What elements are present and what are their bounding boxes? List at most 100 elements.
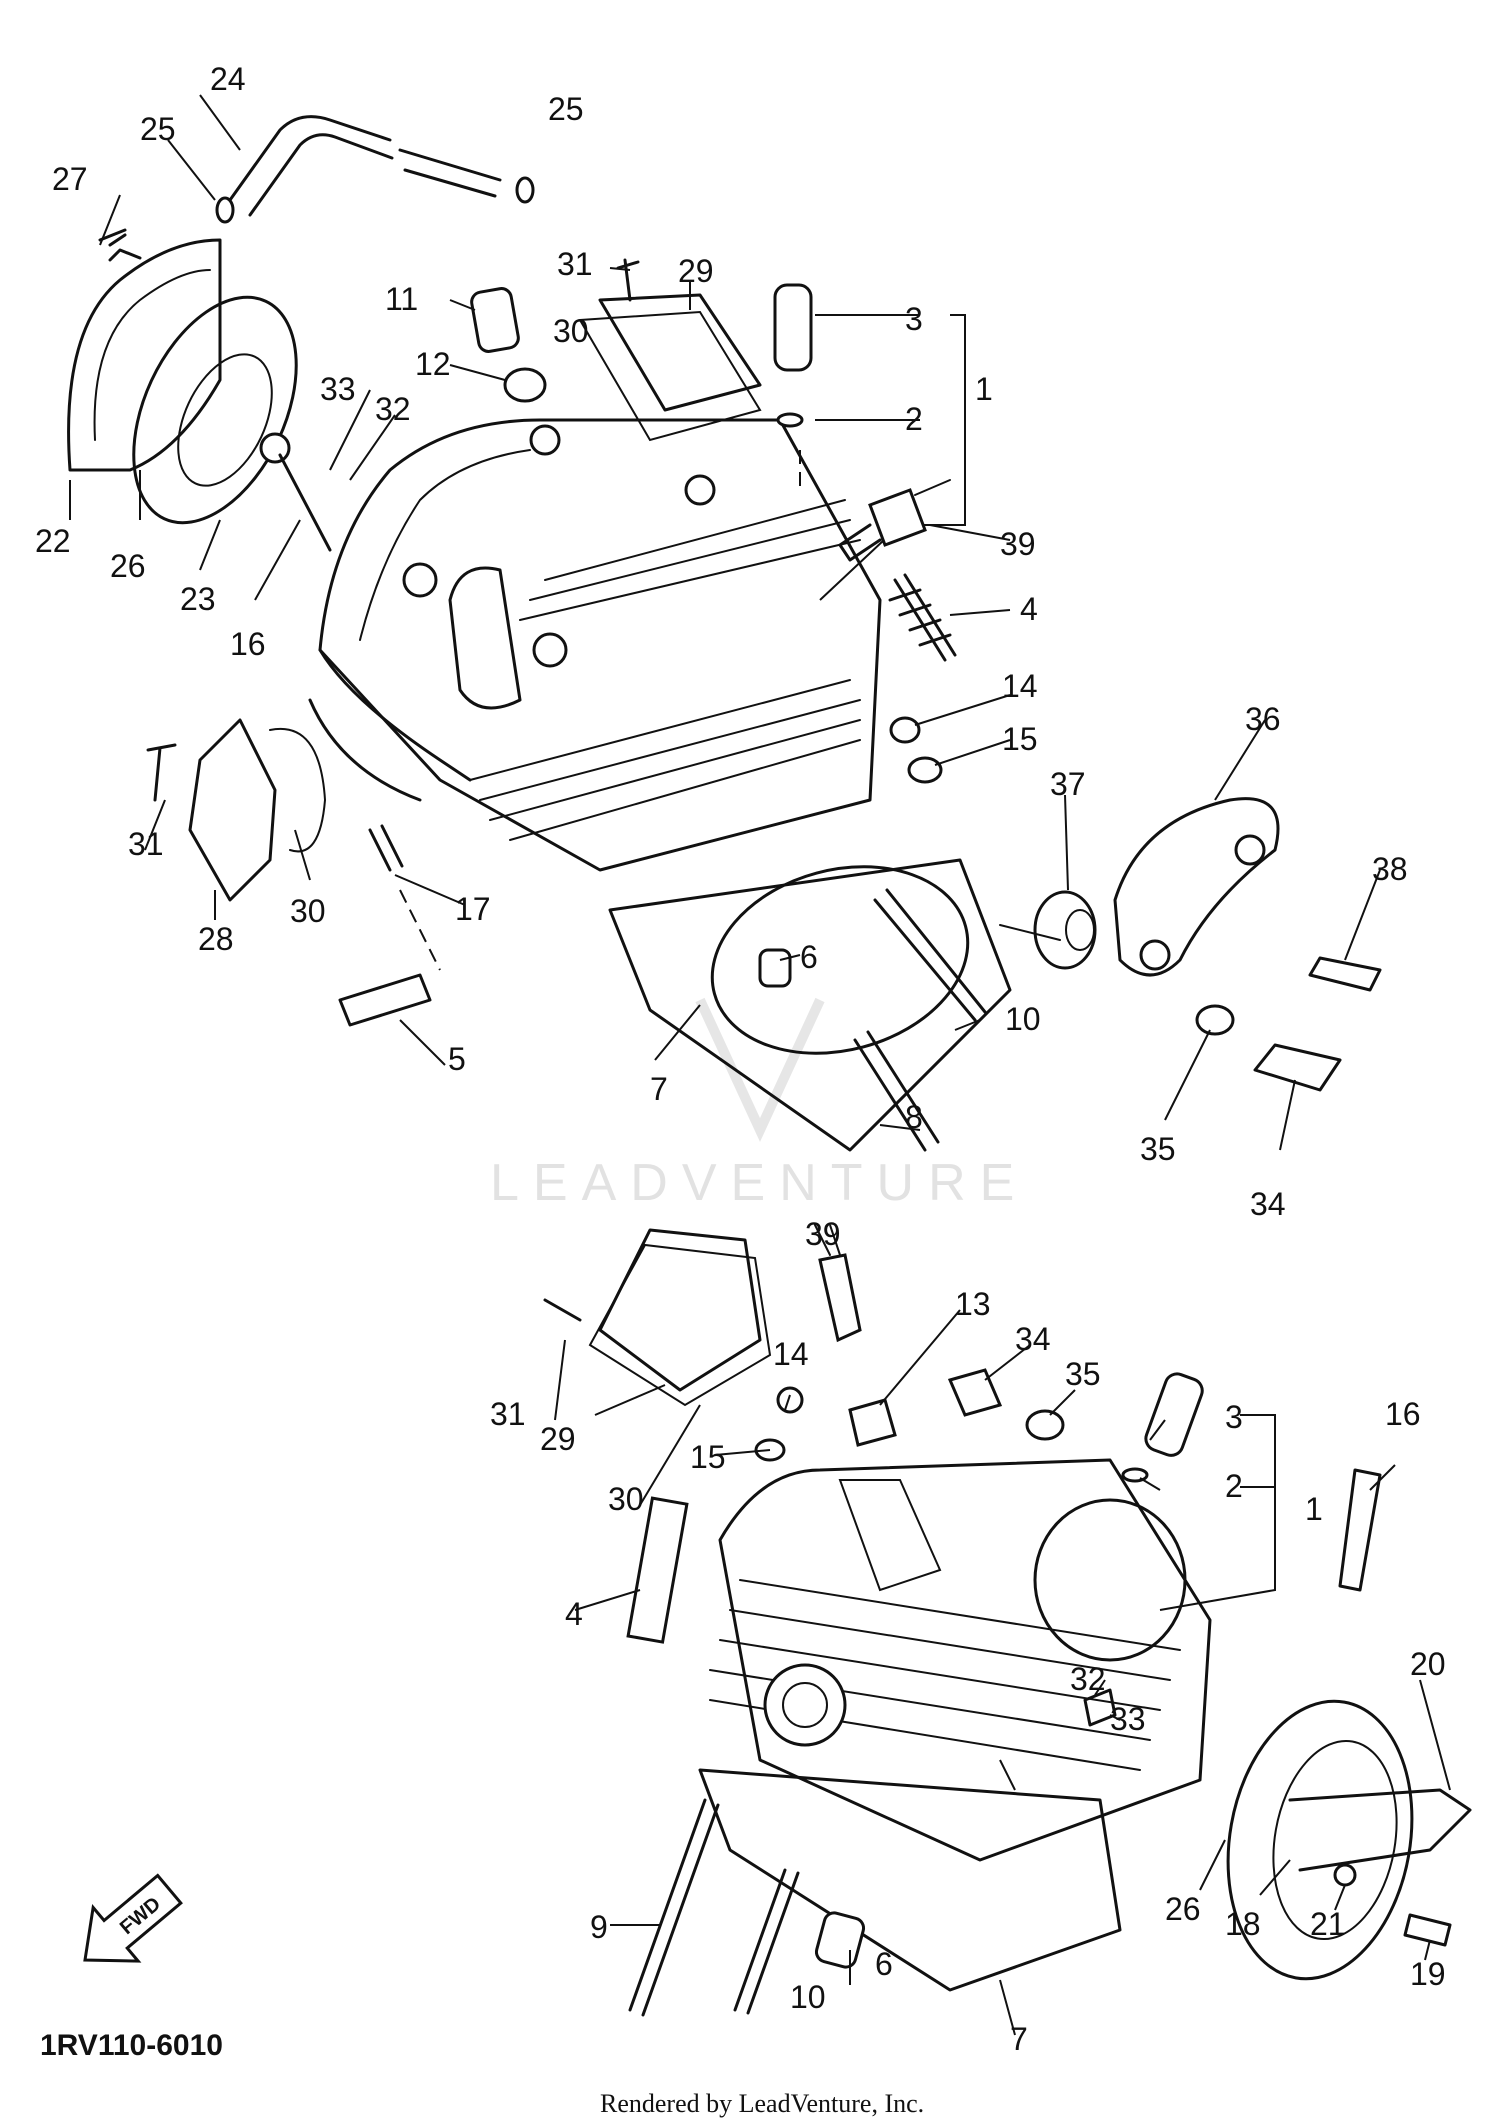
cover-bolt-31 [616,258,640,302]
callout: 14 [773,1336,809,1372]
callout: 37 [1050,766,1086,802]
valve-guide [773,283,813,372]
callout: 2 [1225,1468,1243,1504]
cover-bolt-head [259,432,291,464]
callout: 31 [557,246,593,282]
side-gasket-30 [269,727,327,853]
callout: 14 [1002,668,1038,704]
valve-spring [888,573,957,662]
callout: 34 [1250,1186,1286,1222]
cover-screw [98,228,127,247]
plug-14 [889,716,921,744]
callout: 28 [198,921,234,957]
leader-lines [69,94,1451,2036]
head-gasket [608,858,1012,1152]
bracket-20 [1288,1788,1472,1872]
cooling-fins [469,679,861,841]
rear-intake [1033,1498,1187,1662]
callout: 7 [650,1071,668,1107]
bolt-34 [1253,1043,1342,1092]
callout: 19 [1410,1956,1446,1992]
callout: 18 [1225,1906,1261,1942]
callout: 5 [448,1041,466,1077]
valve-cover-top [598,293,762,412]
plug-14 [776,1386,804,1414]
dowel-pin-6 [758,948,792,988]
callout: 21 [1310,1906,1346,1942]
callout: 29 [678,253,714,289]
callout: 33 [1110,1701,1146,1737]
hose-clip [515,176,535,204]
cover-bolt [278,453,332,552]
nut-21 [1333,1863,1357,1887]
rear-port-ring [763,1663,847,1747]
callout: 11 [385,281,418,317]
callout: 30 [553,313,589,349]
part-code: 1RV110-6010 [40,2029,223,2062]
callout: 10 [1005,1001,1041,1037]
lower-assembly [543,1224,1472,2017]
callout: 15 [690,1439,726,1475]
callout: 26 [110,548,146,584]
callout: 35 [1140,1131,1176,1167]
callouts-upper: 24 25 25 27 31 29 3 1 2 11 30 12 33 32 2… [35,61,1408,1222]
rear-cooling-fins [709,1579,1181,1771]
callout: 3 [1225,1399,1243,1435]
fwd-arrow-shape [83,1873,183,1963]
hose-clip [215,196,235,224]
washer-35-rear [1025,1409,1065,1441]
cover-screw-31 [146,743,177,802]
render-credit: Rendered by LeadVenture, Inc. [600,2089,924,2118]
cylinder-head-rear [718,1458,1212,1862]
callout: 32 [1070,1661,1106,1697]
callout: 32 [375,391,411,427]
callouts-lower: 39 13 34 35 3 2 1 31 14 29 15 30 16 4 20… [490,1216,1446,2057]
rear-side-cover [1226,1699,1414,1981]
rear-valve-cover [598,1228,762,1392]
callout: 38 [1372,851,1408,887]
callout: 24 [210,61,246,97]
callout: 33 [320,371,356,407]
callout: 25 [548,91,584,127]
callout: 17 [455,891,491,927]
callout: 13 [955,1286,991,1322]
callout: 7 [1010,2021,1028,2057]
spark-plug [868,488,927,547]
callout: 4 [1020,591,1038,627]
rear-bolt-16 [1338,1468,1382,1592]
callout: 31 [128,826,164,862]
breather-hose [228,115,392,202]
callout: 9 [590,1909,608,1945]
callout: 10 [790,1979,826,2015]
callout: 23 [180,581,216,617]
rear-spark-plug [818,1253,862,1343]
rear-cover-screw [543,1298,582,1322]
nipple-17 [368,824,404,872]
rear-head-gasket [698,1768,1122,1992]
callout: 30 [608,1481,644,1517]
upper-assembly [67,115,1382,1152]
callout: 16 [230,626,266,662]
bolt-19 [1403,1913,1452,1947]
callout: 1 [1305,1491,1323,1527]
callout: 35 [1065,1356,1101,1392]
washer-35 [1195,1004,1235,1036]
washer-15 [907,756,943,784]
guide-circlip [776,412,804,428]
callout: 8 [905,1099,923,1135]
callout: 2 [905,401,923,437]
stud-10 [873,888,987,1022]
callout: 1 [975,371,993,407]
callout: 15 [1002,721,1038,757]
head-side-cover [67,238,222,472]
callout: 4 [565,1596,583,1632]
callout: 27 [52,161,88,197]
valve-cover-gasket [578,310,762,442]
callout: 16 [1385,1396,1421,1432]
callout: 34 [1015,1321,1051,1357]
rear-stud-4 [626,1496,689,1644]
bolt-38 [1308,956,1382,992]
plug-13 [848,1398,897,1447]
